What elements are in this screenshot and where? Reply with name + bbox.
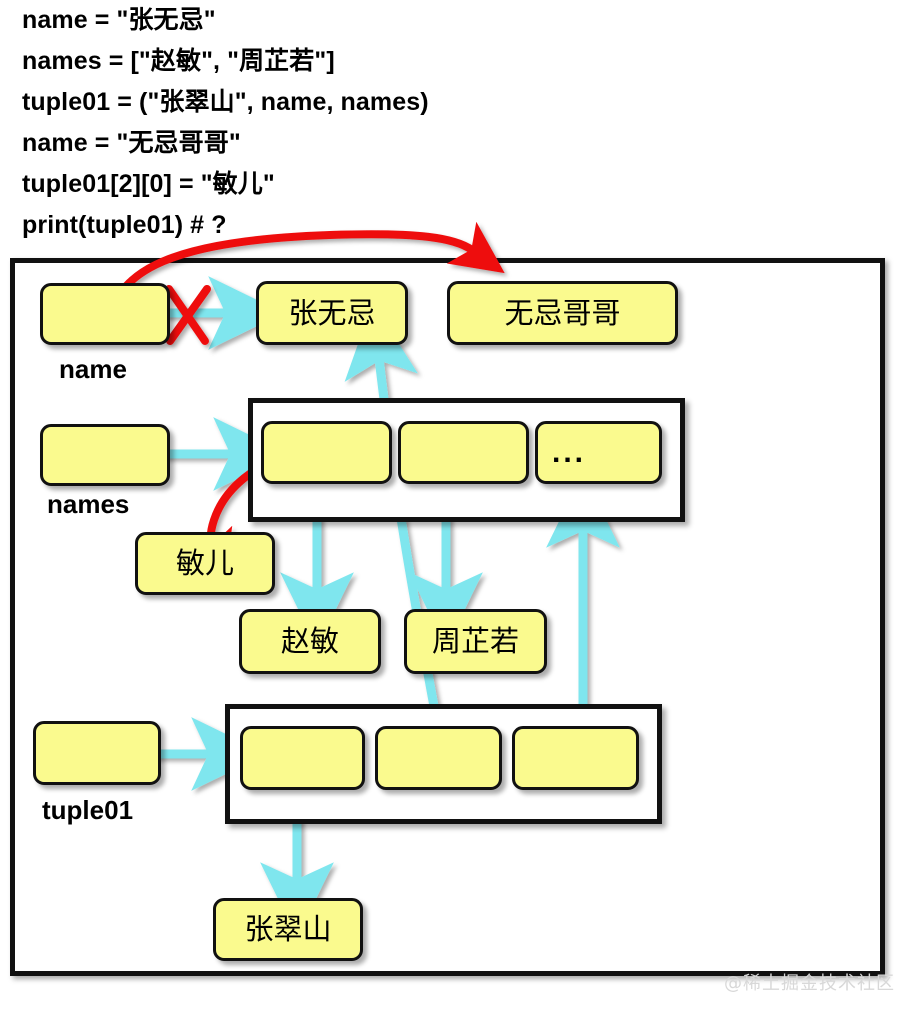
- names-variable-box: [40, 424, 170, 486]
- tuple-variable-box: [33, 721, 161, 785]
- tuple-slot-0: [240, 726, 365, 790]
- tuple-value-zhangcuishan: 张翠山: [213, 898, 363, 961]
- code-listing: name = "张无忌" names = ["赵敏", "周芷若"] tuple…: [22, 0, 662, 246]
- tuple-slot-2: [512, 726, 639, 790]
- list-slot-1: [398, 421, 529, 484]
- code-line-4: name = "无忌哥哥": [22, 129, 241, 157]
- list-slot-ellipsis: ...: [535, 421, 662, 484]
- new-list-item-box: 敏儿: [135, 532, 275, 595]
- new-name-value-box: 无忌哥哥: [447, 281, 678, 345]
- tuple-slot-1: [375, 726, 502, 790]
- tuple-variable-label: tuple01: [42, 795, 134, 825]
- list-value-zhouzhiruo: 周芷若: [404, 609, 547, 674]
- code-line-3: tuple01 = ("张翠山", name, names): [22, 88, 429, 116]
- old-name-value-box: 张无忌: [256, 281, 408, 345]
- name-variable-label: name: [59, 354, 127, 384]
- code-line-5: tuple01[2][0] = "敏儿": [22, 170, 275, 198]
- list-slot-0: [261, 421, 392, 484]
- code-line-2: names = ["赵敏", "周芷若"]: [22, 47, 335, 75]
- names-variable-label: names: [47, 489, 130, 519]
- name-variable-box: [40, 283, 170, 345]
- watermark: @稀土掘金技术社区: [724, 973, 895, 994]
- code-line-6: print(tuple01) # ?: [22, 211, 227, 239]
- code-line-1: name = "张无忌": [22, 6, 216, 34]
- list-value-zhaomin: 赵敏: [239, 609, 381, 674]
